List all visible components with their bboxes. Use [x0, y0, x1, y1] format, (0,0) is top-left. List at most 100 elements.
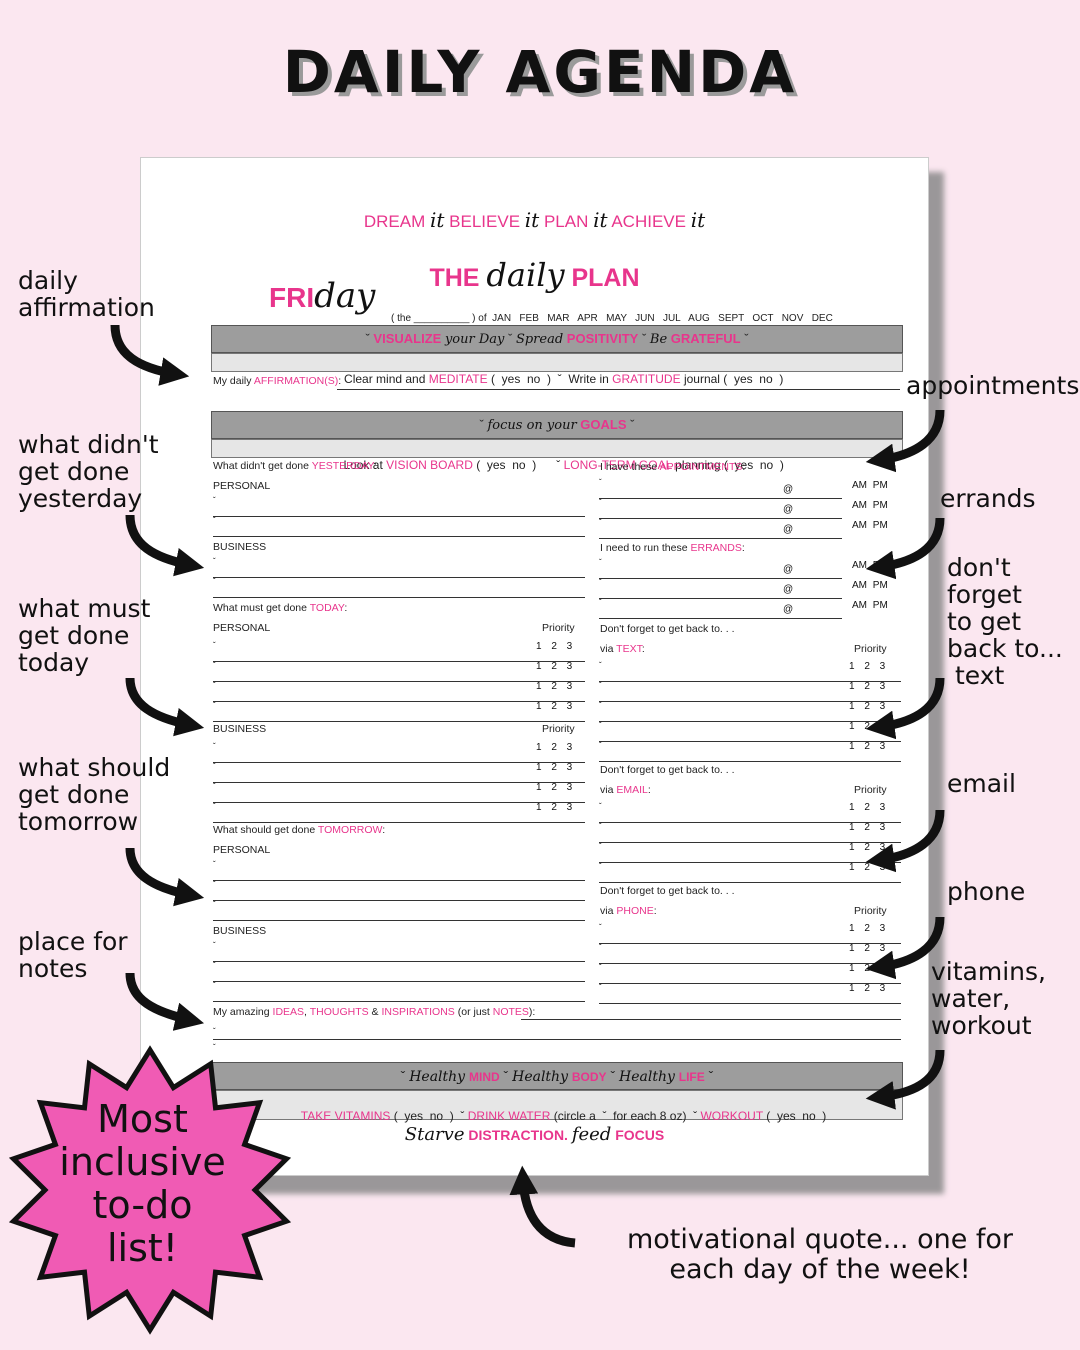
- writing-line[interactable]: [213, 880, 585, 881]
- writing-line[interactable]: [599, 761, 901, 762]
- priority-options[interactable]: 1 2 3: [536, 802, 573, 813]
- am-pm-options[interactable]: AM PM: [852, 500, 888, 511]
- annotation-vitamins: vitamins, water, workout: [931, 957, 1046, 1040]
- priority-options[interactable]: 1 2 3: [536, 641, 573, 652]
- priority-options[interactable]: 1 2 3: [849, 862, 886, 873]
- priority-options[interactable]: 1 2 3: [849, 802, 886, 813]
- writing-line[interactable]: [599, 701, 901, 702]
- am-pm-options[interactable]: AM PM: [852, 600, 888, 611]
- priority-options[interactable]: 1 2 3: [849, 822, 886, 833]
- writing-line[interactable]: [599, 943, 901, 944]
- writing-line[interactable]: [599, 538, 842, 539]
- bullet: ˇ: [213, 742, 216, 751]
- priority-options[interactable]: 1 2 3: [536, 661, 573, 672]
- errands-heading: I need to run these ERRANDS:: [600, 542, 745, 554]
- writing-line[interactable]: [213, 597, 585, 598]
- motivational-quote: Starve DISTRACTION. feed FOCUS: [404, 1124, 665, 1145]
- bullet: ˇ: [213, 981, 216, 990]
- bullet: ˇ: [599, 923, 602, 932]
- healthy-bar: ˇ Healthy MIND ˇ Healthy BODY ˇ Healthy …: [211, 1062, 903, 1090]
- priority-options[interactable]: 1 2 3: [849, 661, 886, 672]
- am-pm-options[interactable]: AM PM: [852, 580, 888, 591]
- writing-line[interactable]: [213, 961, 585, 962]
- bullet: ˇ: [213, 641, 216, 650]
- priority-options[interactable]: 1 2 3: [849, 943, 886, 954]
- writing-line[interactable]: [599, 862, 901, 863]
- writing-line[interactable]: [213, 782, 585, 783]
- bullet: ˇ: [213, 762, 216, 771]
- priority-options[interactable]: 1 2 3: [849, 923, 886, 934]
- priority-options[interactable]: 1 2 3: [536, 742, 573, 753]
- priority-options[interactable]: 1 2 3: [536, 762, 573, 773]
- annotation-yesterday: what didn't get done yesterday: [18, 430, 159, 513]
- personal-label: PERSONAL: [213, 844, 271, 856]
- am-pm-options[interactable]: AM PM: [852, 560, 888, 571]
- priority-label: Priority: [854, 784, 887, 796]
- yesterday-heading: What didn't get done YESTERDAY:: [213, 460, 377, 472]
- planner-sheet: DREAM it BELIEVE it PLAN it ACHIEVE it T…: [140, 157, 929, 1176]
- writing-line[interactable]: [599, 498, 842, 499]
- priority-options[interactable]: 1 2 3: [849, 681, 886, 692]
- writing-line[interactable]: [213, 900, 585, 901]
- affirmation-line[interactable]: [337, 389, 900, 390]
- bullet: ˇ: [599, 842, 602, 851]
- writing-line[interactable]: [213, 981, 585, 982]
- am-pm-options[interactable]: AM PM: [852, 480, 888, 491]
- writing-line[interactable]: [213, 661, 585, 662]
- writing-line[interactable]: [599, 822, 901, 823]
- writing-line[interactable]: [599, 681, 901, 682]
- priority-options[interactable]: 1 2 3: [849, 842, 886, 853]
- priority-options[interactable]: 1 2 3: [849, 721, 886, 732]
- starburst-text: Most inclusive to-do list!: [59, 1097, 226, 1270]
- appointments-heading: I have these APPOINTMENTS:: [600, 461, 746, 473]
- priority-options[interactable]: 1 2 3: [849, 701, 886, 712]
- writing-line[interactable]: [599, 578, 842, 579]
- writing-line[interactable]: [599, 1003, 901, 1004]
- priority-options[interactable]: 1 2 3: [849, 963, 886, 974]
- writing-line[interactable]: [213, 516, 585, 517]
- writing-line[interactable]: [213, 920, 585, 921]
- writing-line[interactable]: [213, 762, 585, 763]
- writing-line[interactable]: [599, 963, 901, 964]
- dont-forget-text-heading: Don't forget to get back to. . .: [600, 623, 735, 635]
- notes-line[interactable]: [213, 1039, 901, 1040]
- priority-options[interactable]: 1 2 3: [536, 782, 573, 793]
- bullet: ˇ: [599, 741, 602, 750]
- today-heading: What must get done TODAY:: [213, 602, 348, 614]
- writing-line[interactable]: [599, 598, 842, 599]
- writing-line[interactable]: [213, 536, 585, 537]
- notes-line[interactable]: [521, 1019, 901, 1020]
- writing-line[interactable]: [599, 518, 842, 519]
- writing-line[interactable]: [599, 842, 901, 843]
- writing-line[interactable]: [599, 618, 842, 619]
- notes-heading: My amazing IDEAS, THOUGHTS & INSPIRATION…: [213, 1006, 536, 1018]
- writing-line[interactable]: [599, 721, 901, 722]
- writing-line[interactable]: [213, 701, 585, 702]
- at-symbol: @: [783, 584, 794, 595]
- writing-line[interactable]: [213, 577, 585, 578]
- annotation-motivational-quote: motivational quote... one for each day o…: [626, 1224, 1014, 1285]
- annotation-tomorrow: what should get done tomorrow: [18, 753, 171, 836]
- writing-line[interactable]: [599, 983, 901, 984]
- am-pm-options[interactable]: AM PM: [852, 520, 888, 531]
- bullet: ˇ: [213, 496, 216, 505]
- writing-line[interactable]: [599, 882, 901, 883]
- annotation-today: what must get done today: [18, 594, 151, 677]
- bullet: ˇ: [213, 516, 216, 525]
- priority-options[interactable]: 1 2 3: [849, 741, 886, 752]
- writing-line[interactable]: [213, 802, 585, 803]
- priority-options[interactable]: 1 2 3: [849, 983, 886, 994]
- personal-label: PERSONAL: [213, 480, 271, 492]
- priority-options[interactable]: 1 2 3: [536, 681, 573, 692]
- bullet: ˇ: [213, 941, 216, 950]
- priority-label: Priority: [542, 723, 575, 735]
- goals-bar: ˇ focus on your GOALS ˇ: [211, 411, 903, 439]
- affirmation-label: My daily AFFIRMATION(S):: [213, 375, 342, 387]
- writing-line[interactable]: [213, 721, 585, 722]
- priority-options[interactable]: 1 2 3: [536, 701, 573, 712]
- writing-line[interactable]: [213, 822, 585, 823]
- dont-forget-email-heading: Don't forget to get back to. . .: [600, 764, 735, 776]
- writing-line[interactable]: [213, 681, 585, 682]
- writing-line[interactable]: [213, 1001, 585, 1002]
- writing-line[interactable]: [599, 741, 901, 742]
